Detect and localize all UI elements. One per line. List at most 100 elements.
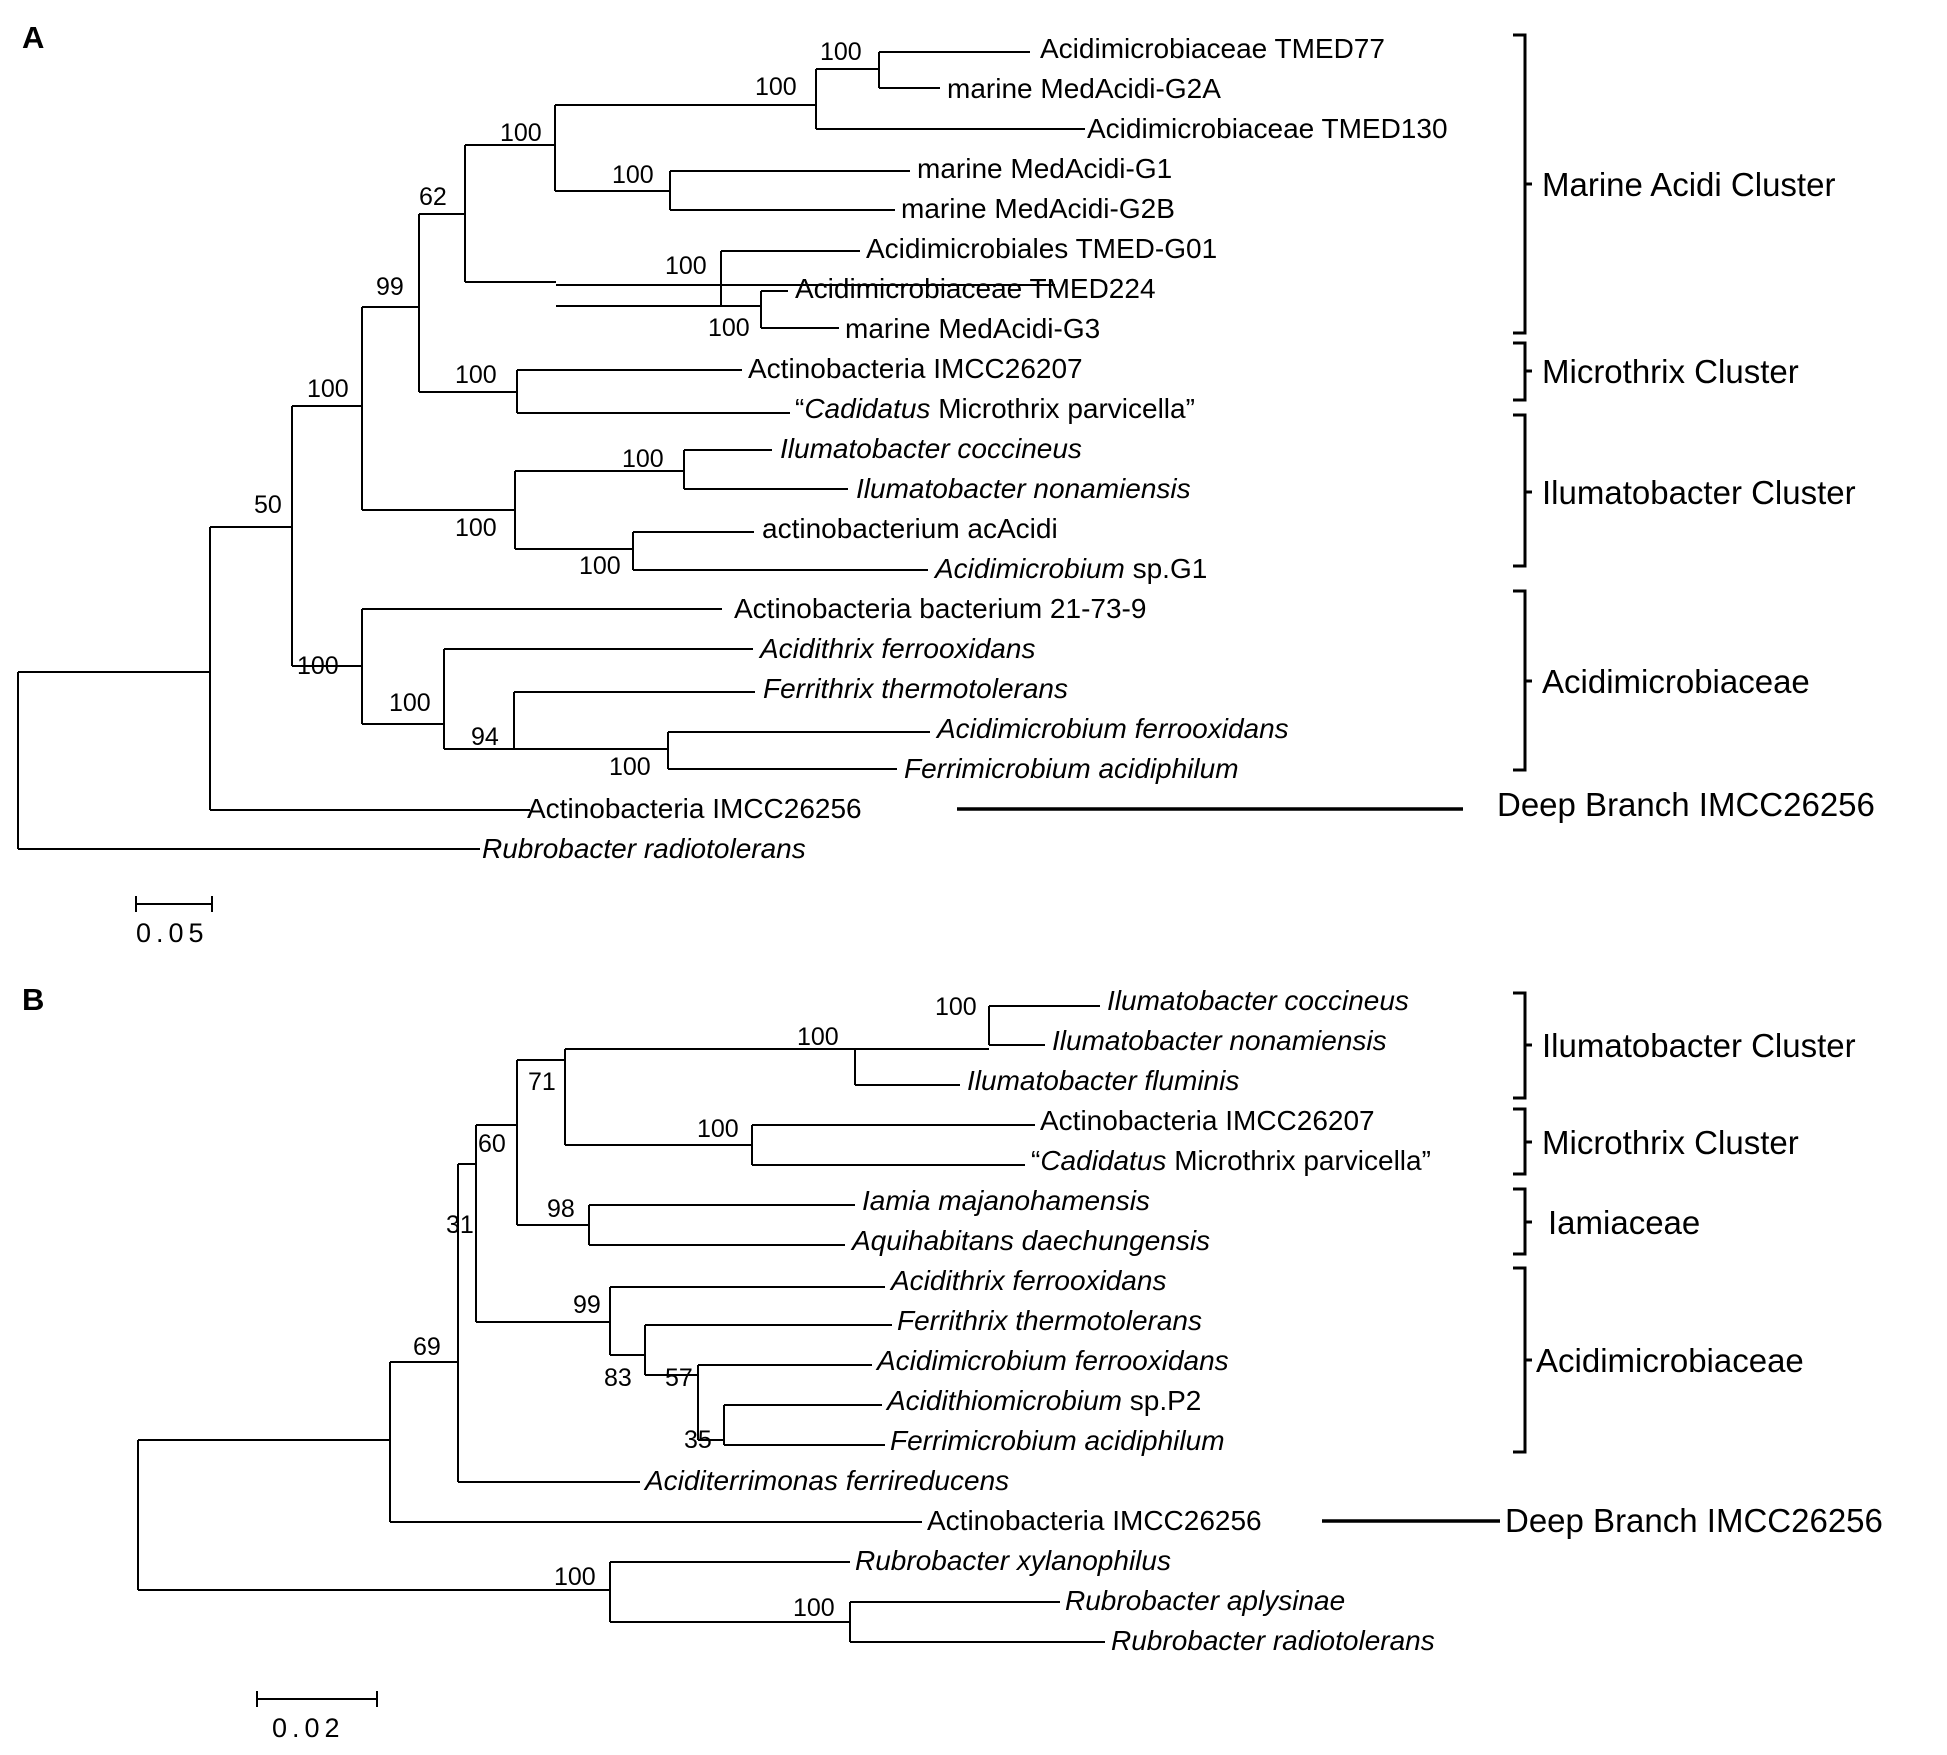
cluster-bracket — [1513, 1107, 1532, 1176]
taxon-label: Acidimicrobium ferrooxidans — [875, 1345, 1229, 1376]
panel-a-label: A — [22, 20, 44, 55]
cluster-bracket — [1513, 1187, 1532, 1256]
cluster-bracket — [1513, 33, 1532, 335]
bootstrap-value: 69 — [413, 1333, 441, 1361]
bootstrap-value: 100 — [793, 1594, 835, 1622]
taxon-label: Actinobacteria IMCC26207 — [1040, 1105, 1375, 1136]
taxon-label: “Cadidatus Microthrix parvicella” — [795, 393, 1195, 424]
taxon-label: Acidimicrobiales TMED-G01 — [866, 233, 1217, 264]
taxon-label: Actinobacteria IMCC26256 — [927, 1505, 1262, 1536]
taxon-label: Ilumatobacter nonamiensis — [856, 473, 1191, 504]
taxon-label: Acidithrix ferrooxidans — [758, 633, 1035, 664]
taxon-label: Acidimicrobium sp.G1 — [933, 553, 1207, 584]
panel-a-taxa: Acidimicrobiaceae TMED77 marine MedAcidi… — [482, 33, 1448, 864]
bootstrap-value: 83 — [604, 1364, 632, 1392]
bootstrap-value: 100 — [307, 375, 349, 403]
bootstrap-value: 99 — [573, 1291, 601, 1319]
panel-a-cluster-labels: Marine Acidi Cluster Microthrix Cluster … — [1497, 166, 1875, 823]
cluster-label: Marine Acidi Cluster — [1542, 166, 1835, 203]
taxon-label: Acidithrix ferrooxidans — [889, 1265, 1166, 1296]
taxon-label: Rubrobacter radiotolerans — [1111, 1625, 1435, 1656]
taxon-label: Ilumatobacter fluminis — [967, 1065, 1239, 1096]
cluster-label: Acidimicrobiaceae — [1536, 1342, 1804, 1379]
cluster-label: Iamiaceae — [1548, 1204, 1700, 1241]
taxon-label: Rubrobacter aplysinae — [1065, 1585, 1345, 1616]
cluster-bracket — [1513, 413, 1532, 568]
taxon-label: marine MedAcidi-G1 — [917, 153, 1172, 184]
bootstrap-value: 100 — [455, 514, 497, 542]
taxon-label: Ferrimicrobium acidiphilum — [890, 1425, 1225, 1456]
bootstrap-value: 100 — [755, 73, 797, 101]
panel-b-cluster-brackets — [1322, 991, 1532, 1523]
cluster-bracket — [1513, 991, 1532, 1100]
taxon-label: marine MedAcidi-G2B — [901, 193, 1175, 224]
panel-a-cluster-brackets — [957, 33, 1532, 811]
cluster-label: Acidimicrobiaceae — [1542, 663, 1810, 700]
bootstrap-value: 35 — [684, 1426, 712, 1454]
bootstrap-value: 50 — [254, 491, 282, 519]
cluster-label: Ilumatobacter Cluster — [1542, 474, 1856, 511]
bootstrap-value: 100 — [500, 119, 542, 147]
taxon-label: Ilumatobacter coccineus — [1107, 985, 1409, 1016]
taxon-label: Rubrobacter radiotolerans — [482, 833, 806, 864]
bootstrap-value: 100 — [622, 445, 664, 473]
taxon-label: Acidimicrobiaceae TMED130 — [1087, 113, 1448, 144]
taxon-label: Aquihabitans daechungensis — [850, 1225, 1210, 1256]
cluster-label: Microthrix Cluster — [1542, 1124, 1799, 1161]
taxon-label: Rubrobacter xylanophilus — [855, 1545, 1171, 1576]
taxon-label: Ilumatobacter coccineus — [780, 433, 1082, 464]
taxon-label: Ferrimicrobium acidiphilum — [904, 753, 1239, 784]
panel-b-scale-bar: 0.02 — [256, 1691, 378, 1743]
panel-b-cluster-labels: Ilumatobacter Cluster Microthrix Cluster… — [1505, 1027, 1883, 1539]
scale-bar-label: 0.02 — [272, 1713, 345, 1743]
cluster-bracket — [1513, 1266, 1532, 1454]
bootstrap-value: 100 — [697, 1115, 739, 1143]
panel-a-bootstrap-values: 100 100 100 100 62 100 100 99 100 100 10… — [254, 38, 862, 781]
bootstrap-value: 98 — [547, 1195, 575, 1223]
bootstrap-value: 31 — [446, 1211, 474, 1239]
taxon-label: Actinobacteria IMCC26256 — [527, 793, 862, 824]
taxon-label: Iamia majanohamensis — [862, 1185, 1150, 1216]
bootstrap-value: 99 — [376, 273, 404, 301]
bootstrap-value: 57 — [665, 1364, 693, 1392]
taxon-label: Actinobacteria IMCC26207 — [748, 353, 1083, 384]
panel-a-branches — [17, 51, 1085, 850]
bootstrap-value: 94 — [471, 723, 499, 751]
taxon-label: Acidimicrobiaceae TMED77 — [1040, 33, 1385, 64]
panel-b-tree: B — [22, 982, 1883, 1743]
cluster-bracket — [1513, 341, 1532, 402]
bootstrap-value: 100 — [554, 1563, 596, 1591]
bootstrap-value: 100 — [935, 993, 977, 1021]
scale-bar-label: 0.05 — [136, 918, 209, 948]
panel-b-bootstrap-values: 100 100 71 100 98 60 99 83 57 35 31 69 1… — [413, 993, 977, 1622]
taxon-label: “Cadidatus Microthrix parvicella” — [1031, 1145, 1431, 1176]
taxon-label: marine MedAcidi-G3 — [845, 313, 1100, 344]
bootstrap-value: 100 — [708, 314, 750, 342]
taxon-label: marine MedAcidi-G2A — [947, 73, 1221, 104]
taxon-label: Acidimicrobiaceae TMED224 — [795, 273, 1156, 304]
cluster-label: Deep Branch IMCC26256 — [1497, 786, 1875, 823]
bootstrap-value: 100 — [797, 1023, 839, 1051]
taxon-label: Ilumatobacter nonamiensis — [1052, 1025, 1387, 1056]
cluster-bracket — [1513, 589, 1532, 772]
panel-b-label: B — [22, 982, 44, 1017]
cluster-label: Microthrix Cluster — [1542, 353, 1799, 390]
panel-a-tree: A — [17, 20, 1875, 948]
taxon-label: Ferrithrix thermotolerans — [763, 673, 1068, 704]
bootstrap-value: 100 — [609, 753, 651, 781]
bootstrap-value: 100 — [389, 689, 431, 717]
taxon-label: Acidimicrobium ferrooxidans — [935, 713, 1289, 744]
bootstrap-value: 60 — [478, 1130, 506, 1158]
bootstrap-value: 100 — [297, 652, 339, 680]
panel-b-branches — [137, 1005, 1105, 1643]
bootstrap-value: 62 — [419, 183, 447, 211]
bootstrap-value: 100 — [579, 552, 621, 580]
taxon-label: Acidithiomicrobium sp.P2 — [885, 1385, 1201, 1416]
taxon-label: Actinobacteria bacterium 21-73-9 — [734, 593, 1146, 624]
cluster-label: Deep Branch IMCC26256 — [1505, 1502, 1883, 1539]
bootstrap-value: 100 — [820, 38, 862, 66]
bootstrap-value: 100 — [612, 161, 654, 189]
panel-a-scale-bar: 0.05 — [135, 896, 213, 948]
panel-b-taxa: Ilumatobacter coccineus Ilumatobacter no… — [643, 985, 1435, 1656]
